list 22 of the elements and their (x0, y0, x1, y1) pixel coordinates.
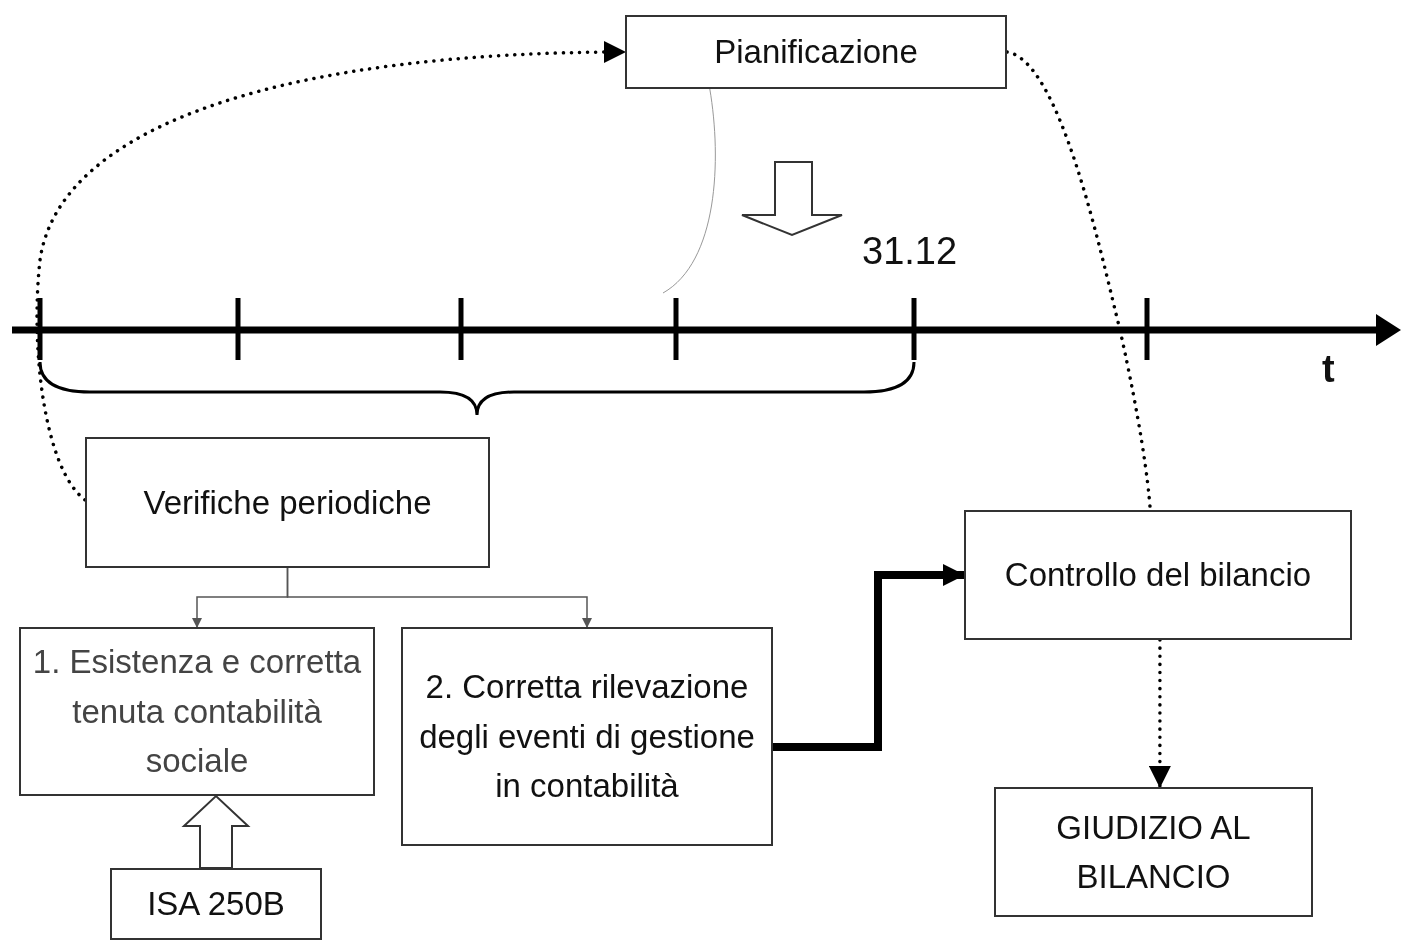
box-label: Controllo del bilancio (1003, 555, 1313, 596)
box-label: ISA 250B (146, 884, 286, 925)
arrow (35, 41, 627, 502)
process-box (994, 787, 1313, 917)
process-box (85, 437, 490, 568)
process-box (401, 627, 773, 846)
process-box (625, 15, 1007, 89)
box-label: Verifiche periodiche (142, 482, 433, 523)
box-label: 2. Corretta rilevazione degli eventi di gestione in contabilità (418, 667, 756, 807)
process-box (19, 627, 375, 796)
axis-label: t (1322, 348, 1335, 391)
block-arrow (181, 794, 251, 869)
process-box (110, 868, 322, 940)
arrow (773, 564, 965, 751)
leader-line (662, 88, 716, 294)
box-label: 1. Esistenza e corretta tenuta contabilità sociale (31, 642, 363, 782)
process-box (964, 510, 1352, 640)
arrow (286, 567, 592, 628)
arrow (1148, 638, 1171, 789)
box-label: Pianificazione (713, 32, 919, 73)
date-label: 31.12 (862, 230, 958, 273)
box-label: GIUDIZIO AL BILANCIO (1055, 807, 1252, 897)
